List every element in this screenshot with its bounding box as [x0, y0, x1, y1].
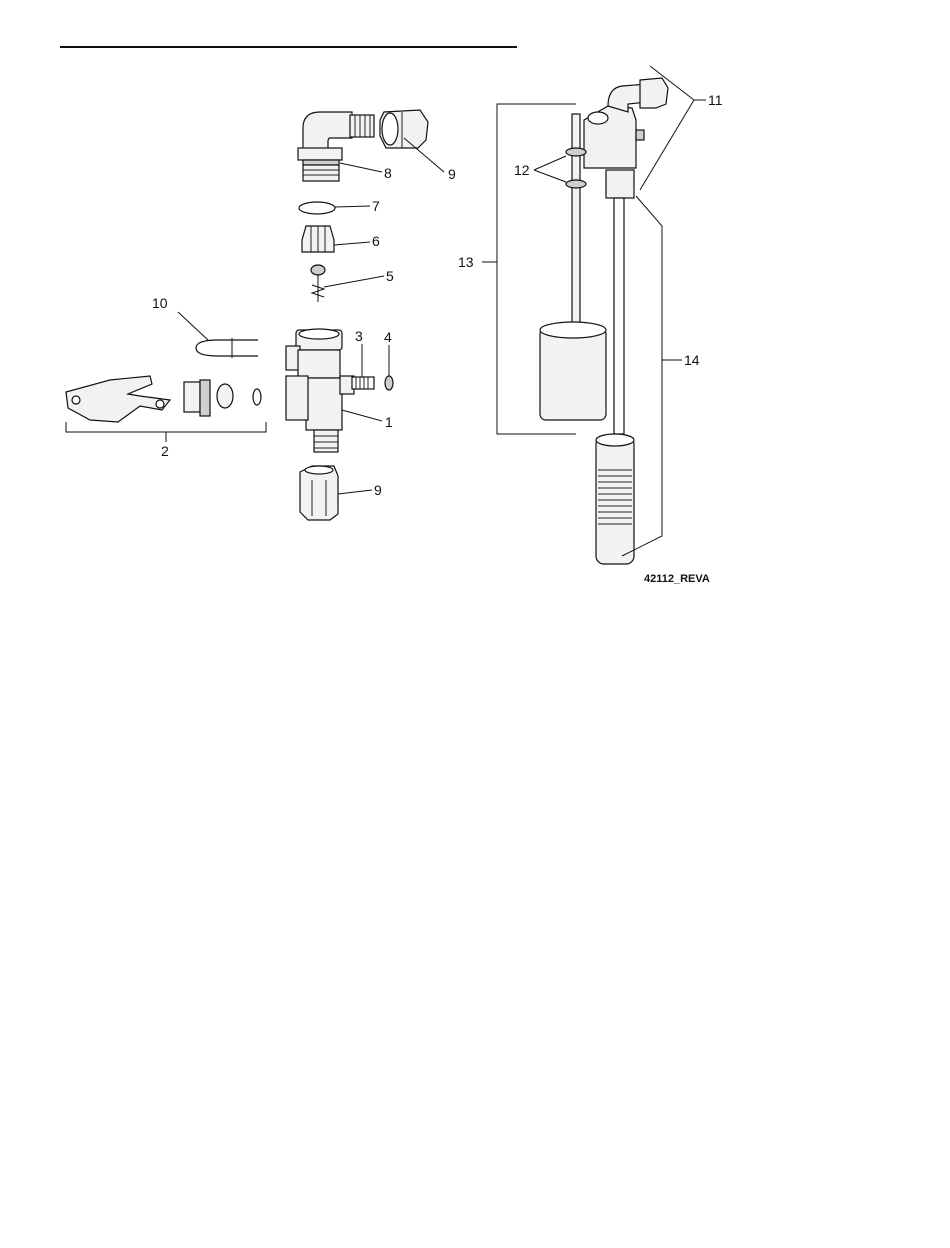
callout-2: 2: [161, 443, 169, 459]
pickup-tube: [606, 170, 634, 434]
filter-sock: [596, 434, 634, 564]
actuator-assembly: [66, 376, 261, 422]
grommet-lower: [566, 180, 586, 188]
callout-9-top: 9: [448, 166, 456, 182]
spring: [352, 377, 374, 389]
valve-body: [286, 329, 354, 452]
callout-11: 11: [708, 92, 723, 108]
callout-1: 1: [385, 414, 393, 430]
callout-6: 6: [372, 233, 380, 249]
callout-4: 4: [384, 329, 392, 345]
compression-nut-top: [380, 110, 428, 148]
callout-10: 10: [152, 295, 168, 311]
end-cap: [385, 376, 393, 390]
callout-8: 8: [384, 165, 392, 181]
callout-13: 13: [458, 254, 474, 270]
float-rod: [572, 114, 580, 326]
elbow-fitting: [298, 112, 374, 181]
sending-unit-head: [584, 78, 668, 168]
float: [540, 322, 606, 420]
valve-stem: [311, 265, 325, 302]
compression-nut-bottom: [300, 466, 338, 520]
callout-14: 14: [684, 352, 700, 368]
u-clip: [196, 338, 258, 358]
callout-3: 3: [355, 328, 363, 344]
strainer-cap: [302, 226, 334, 252]
group-bracket-2: [66, 422, 266, 432]
o-ring: [299, 202, 335, 214]
callout-7: 7: [372, 198, 380, 214]
grommet-upper: [566, 148, 586, 156]
callout-12: 12: [514, 162, 530, 178]
callout-5: 5: [386, 268, 394, 284]
figure-reference-code: 42112_REVA: [644, 573, 710, 585]
callout-9-bottom: 9: [374, 482, 382, 498]
